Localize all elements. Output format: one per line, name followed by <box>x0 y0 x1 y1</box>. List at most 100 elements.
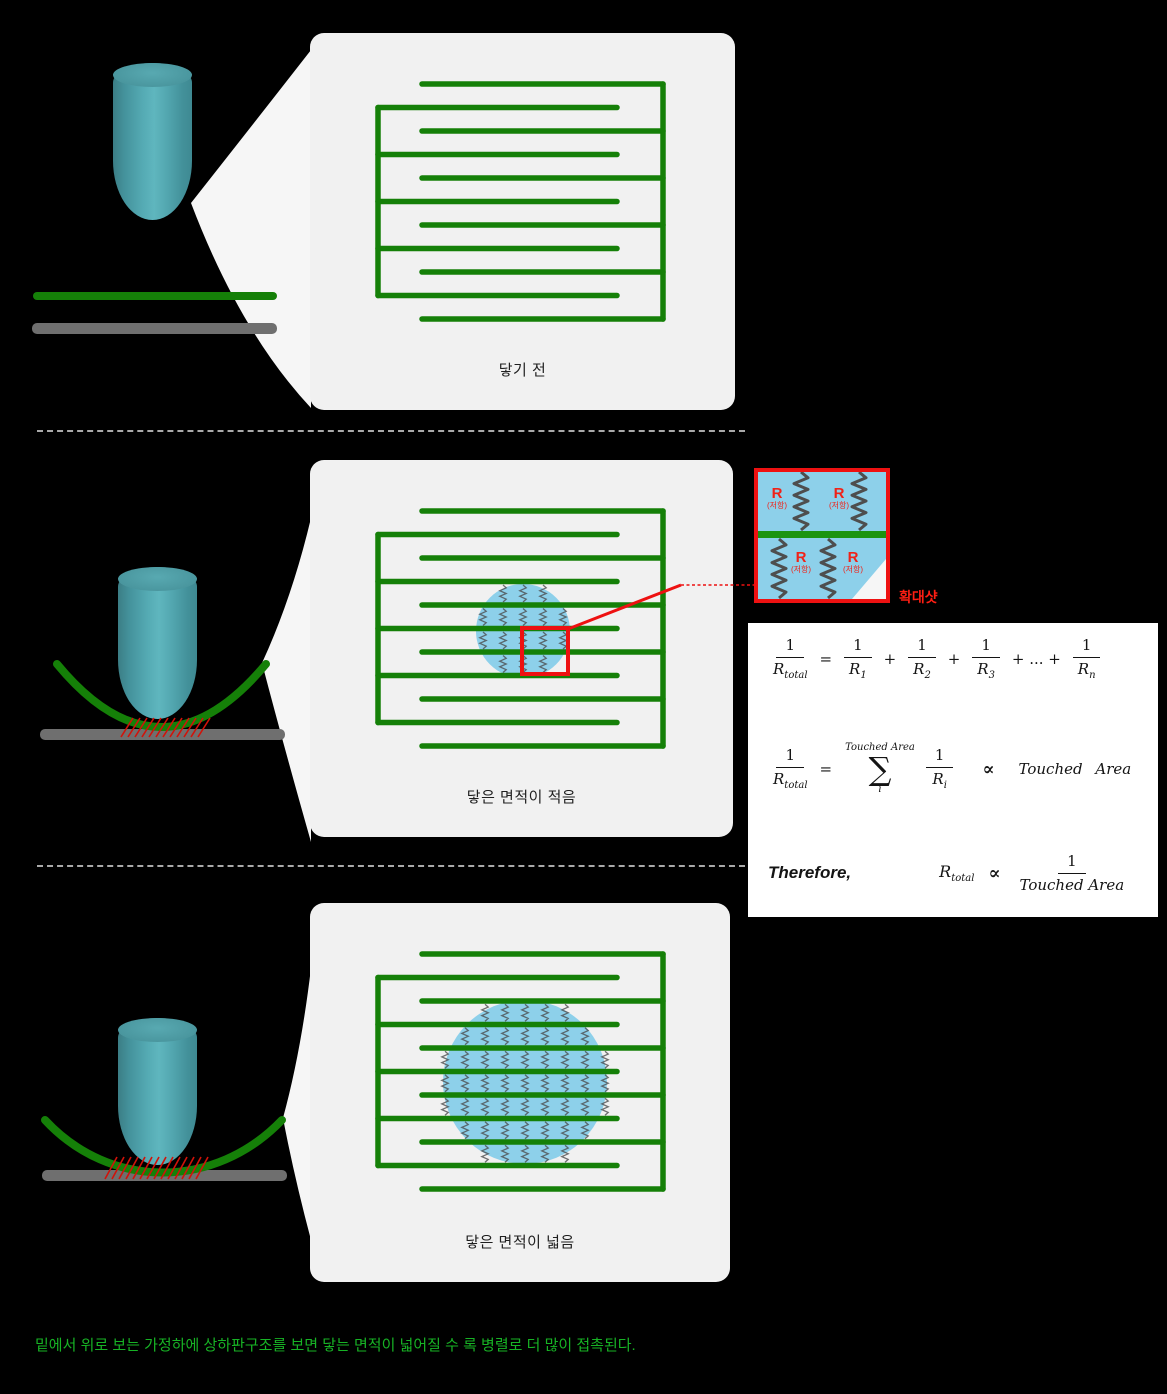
resistor-zigzag-icon <box>500 1050 510 1069</box>
resistor-zigzag-icon <box>540 1003 550 1022</box>
resistor-zigzag-icon <box>540 1144 550 1163</box>
fraction: 1 Ri <box>925 747 954 791</box>
equation-parallel-sum: 1 Rtotal = 1 R1 + 1 R2 + 1 R3 + ... + 1 … <box>748 637 1158 681</box>
substrate-bar <box>32 323 277 334</box>
resistor-zigzag-icon <box>478 608 488 626</box>
contact-hatch-line <box>188 1156 202 1180</box>
contact-hatch-line <box>104 1156 118 1180</box>
resistor-zigzag-icon <box>480 1144 490 1163</box>
resistor-zigzag-icon <box>498 608 508 626</box>
resistor-zigzag-icon <box>498 655 508 673</box>
contact-hatch-line <box>139 1156 153 1180</box>
resistor-zigzag-icon <box>560 1074 570 1093</box>
resistor-zigzag-icon <box>518 631 528 650</box>
magnifier-caption: 확대샷 <box>899 589 938 605</box>
resistor-zigzag-icon <box>580 1074 590 1093</box>
equation-sum-touched-area: 1 Rtotal = Touched Area ∑ i 1 Ri ∝ Touch… <box>773 742 1132 796</box>
fraction: 1 R2 <box>908 637 936 681</box>
resistor-zigzag-icon <box>560 1050 570 1069</box>
panel-caption: 닿은 면적이 넓음 <box>465 1234 575 1251</box>
proportional-symbol: ∝ <box>982 758 995 780</box>
resistor-zigzag-icon <box>580 1097 590 1116</box>
contact-hatch-line <box>118 1156 132 1180</box>
resistor-zigzag-icon <box>480 1121 490 1140</box>
bottom-caption: 밑에서 위로 보는 가정하에 상하판구조를 보면 닿는 면적이 넓어질 수 록 … <box>35 1337 636 1354</box>
stylus-cylinder <box>118 1018 197 1165</box>
resistor-zigzag-icon <box>540 1050 550 1069</box>
resistor-zigzag-icon <box>600 1097 610 1116</box>
resistor-zigzag-icon <box>498 584 508 603</box>
substrate-bar <box>40 729 285 740</box>
panel-before-touch: 닿기 전 <box>310 33 735 410</box>
resistor-zigzag-icon <box>540 1027 550 1046</box>
resistor-zigzag-icon <box>440 1074 450 1093</box>
resistor-zigzag-icon <box>819 537 837 599</box>
resistor-zigzag-icon <box>538 655 548 673</box>
contact-hatch-line <box>176 717 190 738</box>
resistor-zigzag-icon <box>480 1074 490 1093</box>
fraction: 1 Touched Area <box>1019 852 1125 894</box>
contact-hatch-line <box>141 717 155 738</box>
panel-caption: 닿은 면적이 적음 <box>466 789 577 806</box>
stylus-cylinder <box>113 63 192 220</box>
resistor-zigzag-icon <box>500 1003 510 1022</box>
resistor-zigzag-icon <box>518 608 528 626</box>
resistor-zigzag-icon <box>580 1050 590 1069</box>
electrode-pattern-with-contact <box>375 508 666 749</box>
resistor-zigzag-icon <box>540 1121 550 1140</box>
resistor-zigzag-icon <box>538 631 548 650</box>
contact-hatch-line <box>183 717 197 738</box>
resistor-zigzag-icon <box>600 1074 610 1093</box>
resistor-zigzag-icon <box>440 1050 450 1069</box>
contact-hatch-line <box>167 1156 181 1180</box>
fraction: 1 R1 <box>844 637 872 681</box>
fraction: 1 Rtotal <box>773 746 808 791</box>
contact-hatch-line <box>162 717 176 738</box>
resistor-zigzag-icon <box>518 655 528 673</box>
resistor-zigzag-icon <box>520 1050 530 1069</box>
resistor-zigzag-icon <box>480 1050 490 1069</box>
resistor-zigzag-icon <box>580 1121 590 1140</box>
contact-hatch-line <box>195 1156 209 1180</box>
fraction: 1 R3 <box>972 637 1000 681</box>
resistor-zigzag-icon <box>850 472 868 532</box>
contact-hatch-line <box>160 1156 174 1180</box>
proportional-symbol: ∝ <box>988 862 1001 884</box>
section-divider <box>37 865 745 867</box>
resistor-zigzag-icon <box>580 1027 590 1046</box>
resistor-zigzag-icon <box>480 1027 490 1046</box>
page-curl-corner <box>852 559 886 599</box>
resistor-zigzag-icon <box>460 1027 470 1046</box>
summation-symbol: Touched Area ∑ i <box>845 742 915 796</box>
contact-hatch-marks <box>104 1156 209 1180</box>
resistor-label: R (저항) <box>790 549 812 574</box>
zoom-region-box <box>520 626 570 676</box>
resistor-zigzag-icon <box>520 1097 530 1116</box>
resistor-zigzag-icon <box>500 1097 510 1116</box>
equations-box: 1 Rtotal = 1 R1 + 1 R2 + 1 R3 + ... + 1 … <box>748 623 1158 917</box>
bent-film-curve <box>41 1116 286 1177</box>
resistor-zigzag-icon <box>540 1097 550 1116</box>
resistor-zigzag-icon <box>560 1121 570 1140</box>
contact-hatch-line <box>132 1156 146 1180</box>
resistor-zigzag-icon <box>558 608 568 626</box>
resistor-label: R (저항) <box>842 549 864 574</box>
contact-hatch-line <box>134 717 148 738</box>
zoom-beam-middle <box>262 518 311 842</box>
contact-hatch-line <box>155 717 169 738</box>
resistor-zigzag-icon <box>600 1050 610 1069</box>
contact-hatch-line <box>169 717 183 738</box>
resistor-label: R (저항) <box>828 485 850 510</box>
contact-hatch-line <box>125 1156 139 1180</box>
electrode-bar <box>758 531 886 538</box>
contact-hatch-line <box>148 717 162 738</box>
resistor-zigzag-icon <box>498 631 508 650</box>
resistor-zigzag-icon <box>520 1074 530 1093</box>
resistor-zigzag-icon <box>460 1050 470 1069</box>
resistor-zigzag-icon <box>460 1121 470 1140</box>
electrode-pattern-with-contact <box>375 951 666 1192</box>
resistor-zigzag-icon <box>440 1097 450 1116</box>
zoom-beam-bottom <box>283 968 311 1240</box>
contact-hatch-line <box>174 1156 188 1180</box>
